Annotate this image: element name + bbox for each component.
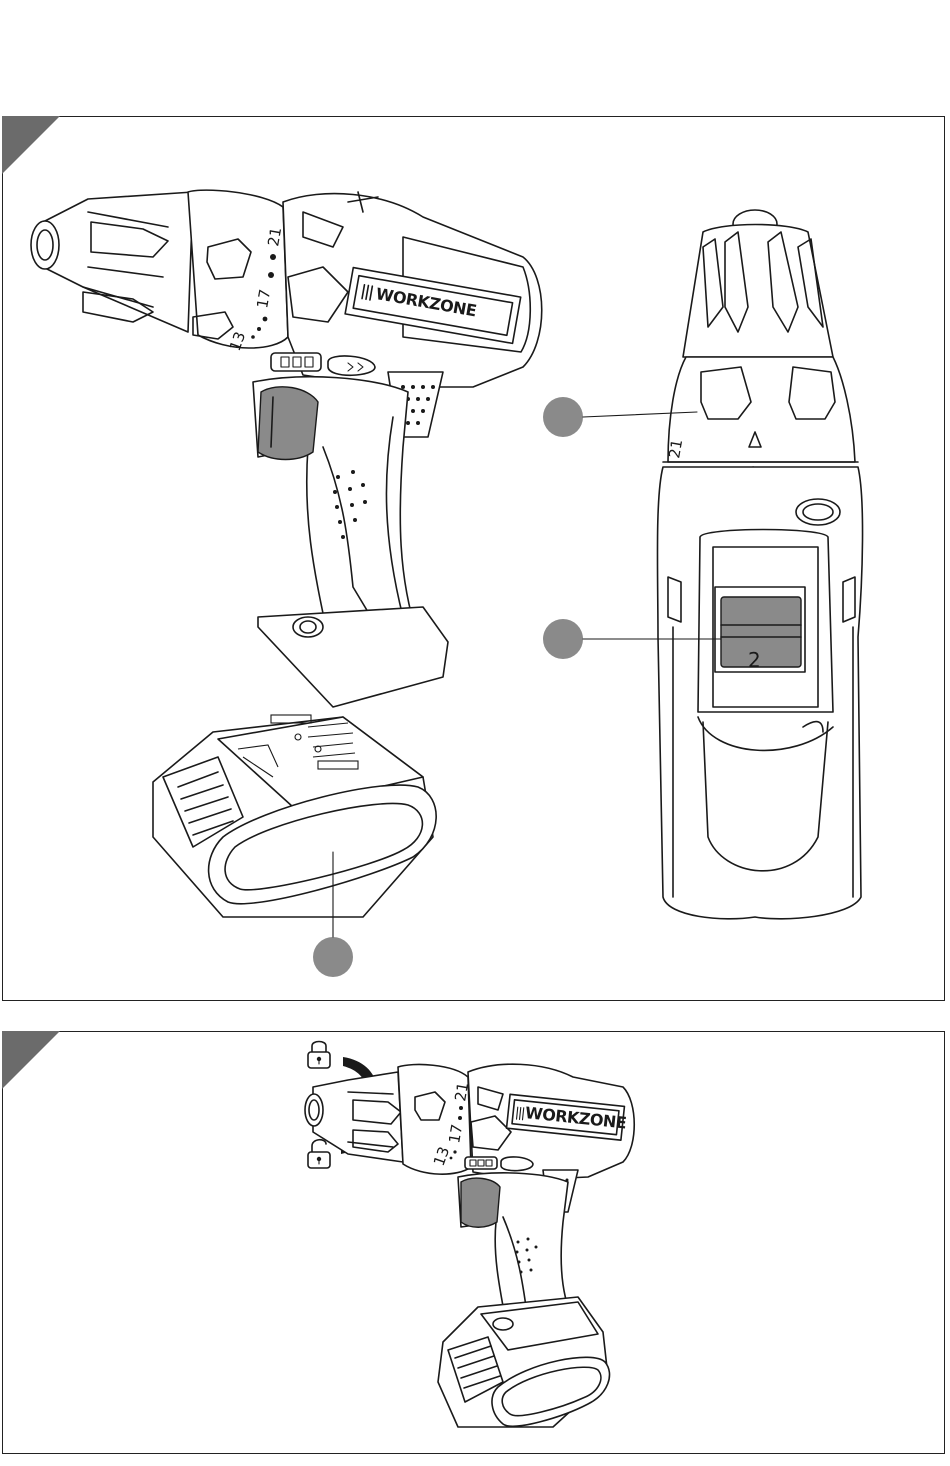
- small-dial-number-17: 17: [445, 1123, 466, 1145]
- top-dial-number-21: 21: [665, 438, 686, 460]
- battery-pack: [153, 715, 436, 917]
- drill-side-view: 21 17 13 WORKZONE: [31, 190, 542, 707]
- dial-number-21: 21: [264, 226, 285, 248]
- trigger: [258, 387, 318, 460]
- figure-b-panel: 21 17 13 WORKZONE: [2, 1031, 945, 1454]
- gear-switch: [721, 597, 801, 667]
- gear-switch-number: 2: [748, 648, 761, 672]
- figure-b-illustration: 21 17 13 WORKZONE: [3, 1032, 946, 1455]
- drill-top-view: 21 2: [657, 210, 862, 919]
- small-direction-switch: [501, 1157, 533, 1171]
- figure-a-panel: 21 17 13 WORKZONE: [2, 116, 945, 1001]
- drill-small: 21 17 13 WORKZONE: [305, 1064, 634, 1427]
- figure-a-illustration: 21 17 13 WORKZONE: [3, 117, 946, 1002]
- dial-number-17: 17: [253, 288, 274, 310]
- small-trigger: [461, 1178, 500, 1227]
- unlock-icon: [308, 1140, 330, 1168]
- lock-icon: [308, 1042, 330, 1069]
